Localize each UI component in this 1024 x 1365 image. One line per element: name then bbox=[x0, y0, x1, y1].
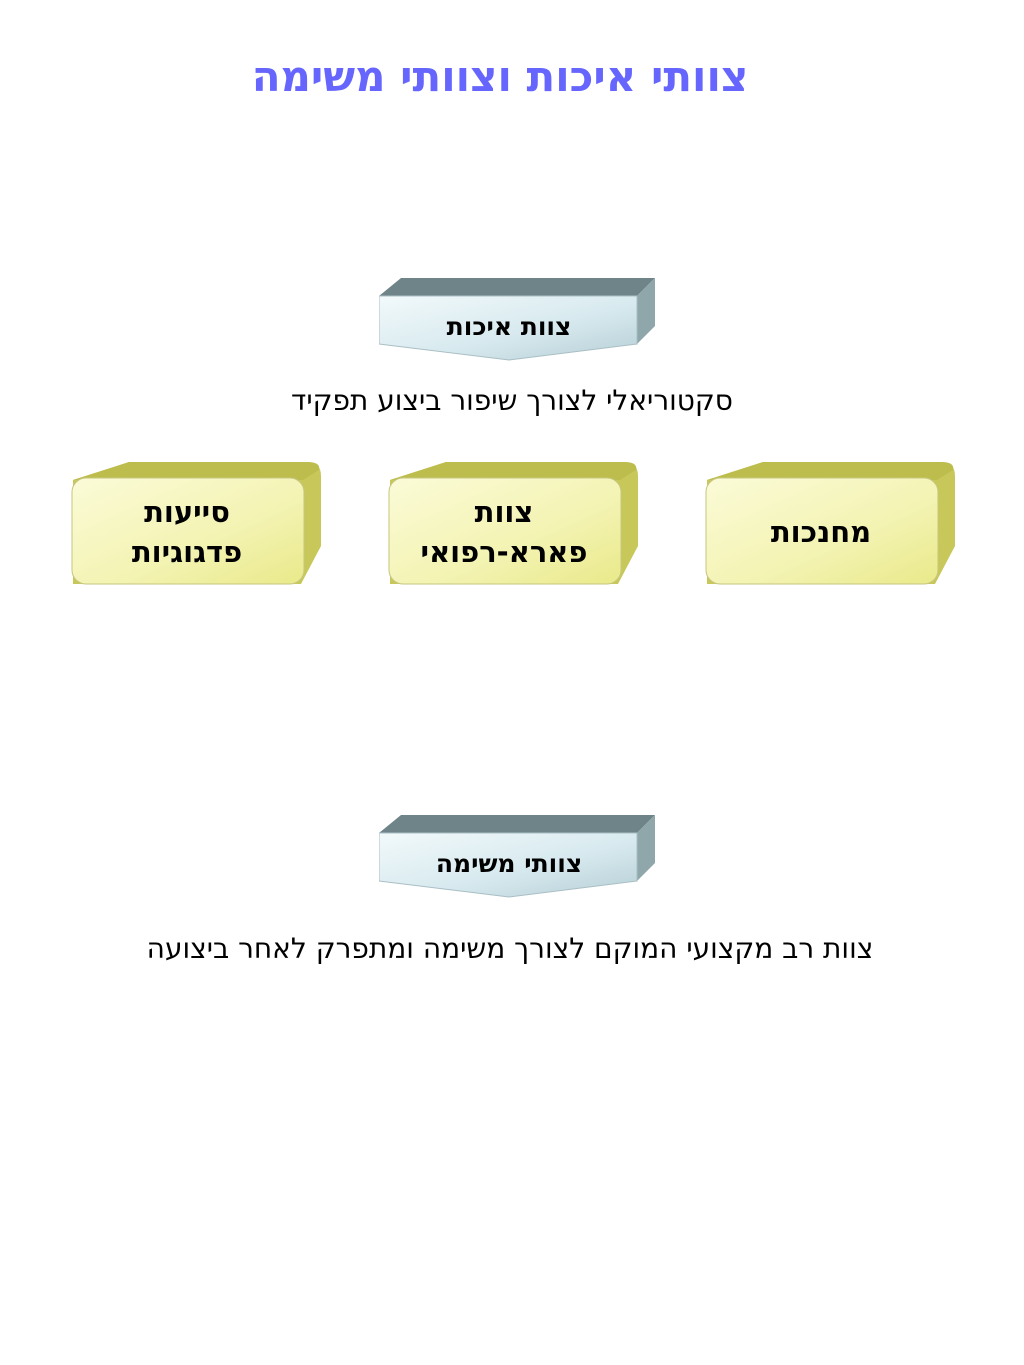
member-label-line2: פדגוגיות bbox=[131, 535, 243, 569]
member-label-line2: פארא-רפואי bbox=[420, 535, 588, 569]
task-team-label: צוותי משימה bbox=[435, 848, 583, 878]
quality-team-description: סקטוריאלי לצורך שיפור ביצוע תפקיד bbox=[291, 384, 733, 417]
header-shape-graphic bbox=[379, 815, 655, 898]
quality-team-label: צוות איכות bbox=[446, 311, 572, 341]
member-box-paramedical-team: צוות פארא-רפואי bbox=[388, 460, 640, 586]
header-shape-graphic bbox=[379, 278, 655, 361]
page-title: צוותי איכות וצוותי משימה bbox=[251, 52, 749, 101]
member-box-pedagogical-assistants: סייעות פדגוגיות bbox=[71, 460, 323, 586]
quality-team-header: צוות איכות bbox=[379, 278, 657, 362]
member-box-educators: מחנכות bbox=[705, 460, 957, 586]
task-team-description: צוות רב מקצועי המוקם לצורך משימה ומתפרק … bbox=[146, 932, 874, 965]
member-label-line1: צוות bbox=[474, 495, 534, 529]
task-team-header: צוותי משימה bbox=[379, 815, 657, 899]
member-label-line1: סייעות bbox=[144, 495, 230, 529]
member-label-line1: מחנכות bbox=[770, 515, 872, 549]
